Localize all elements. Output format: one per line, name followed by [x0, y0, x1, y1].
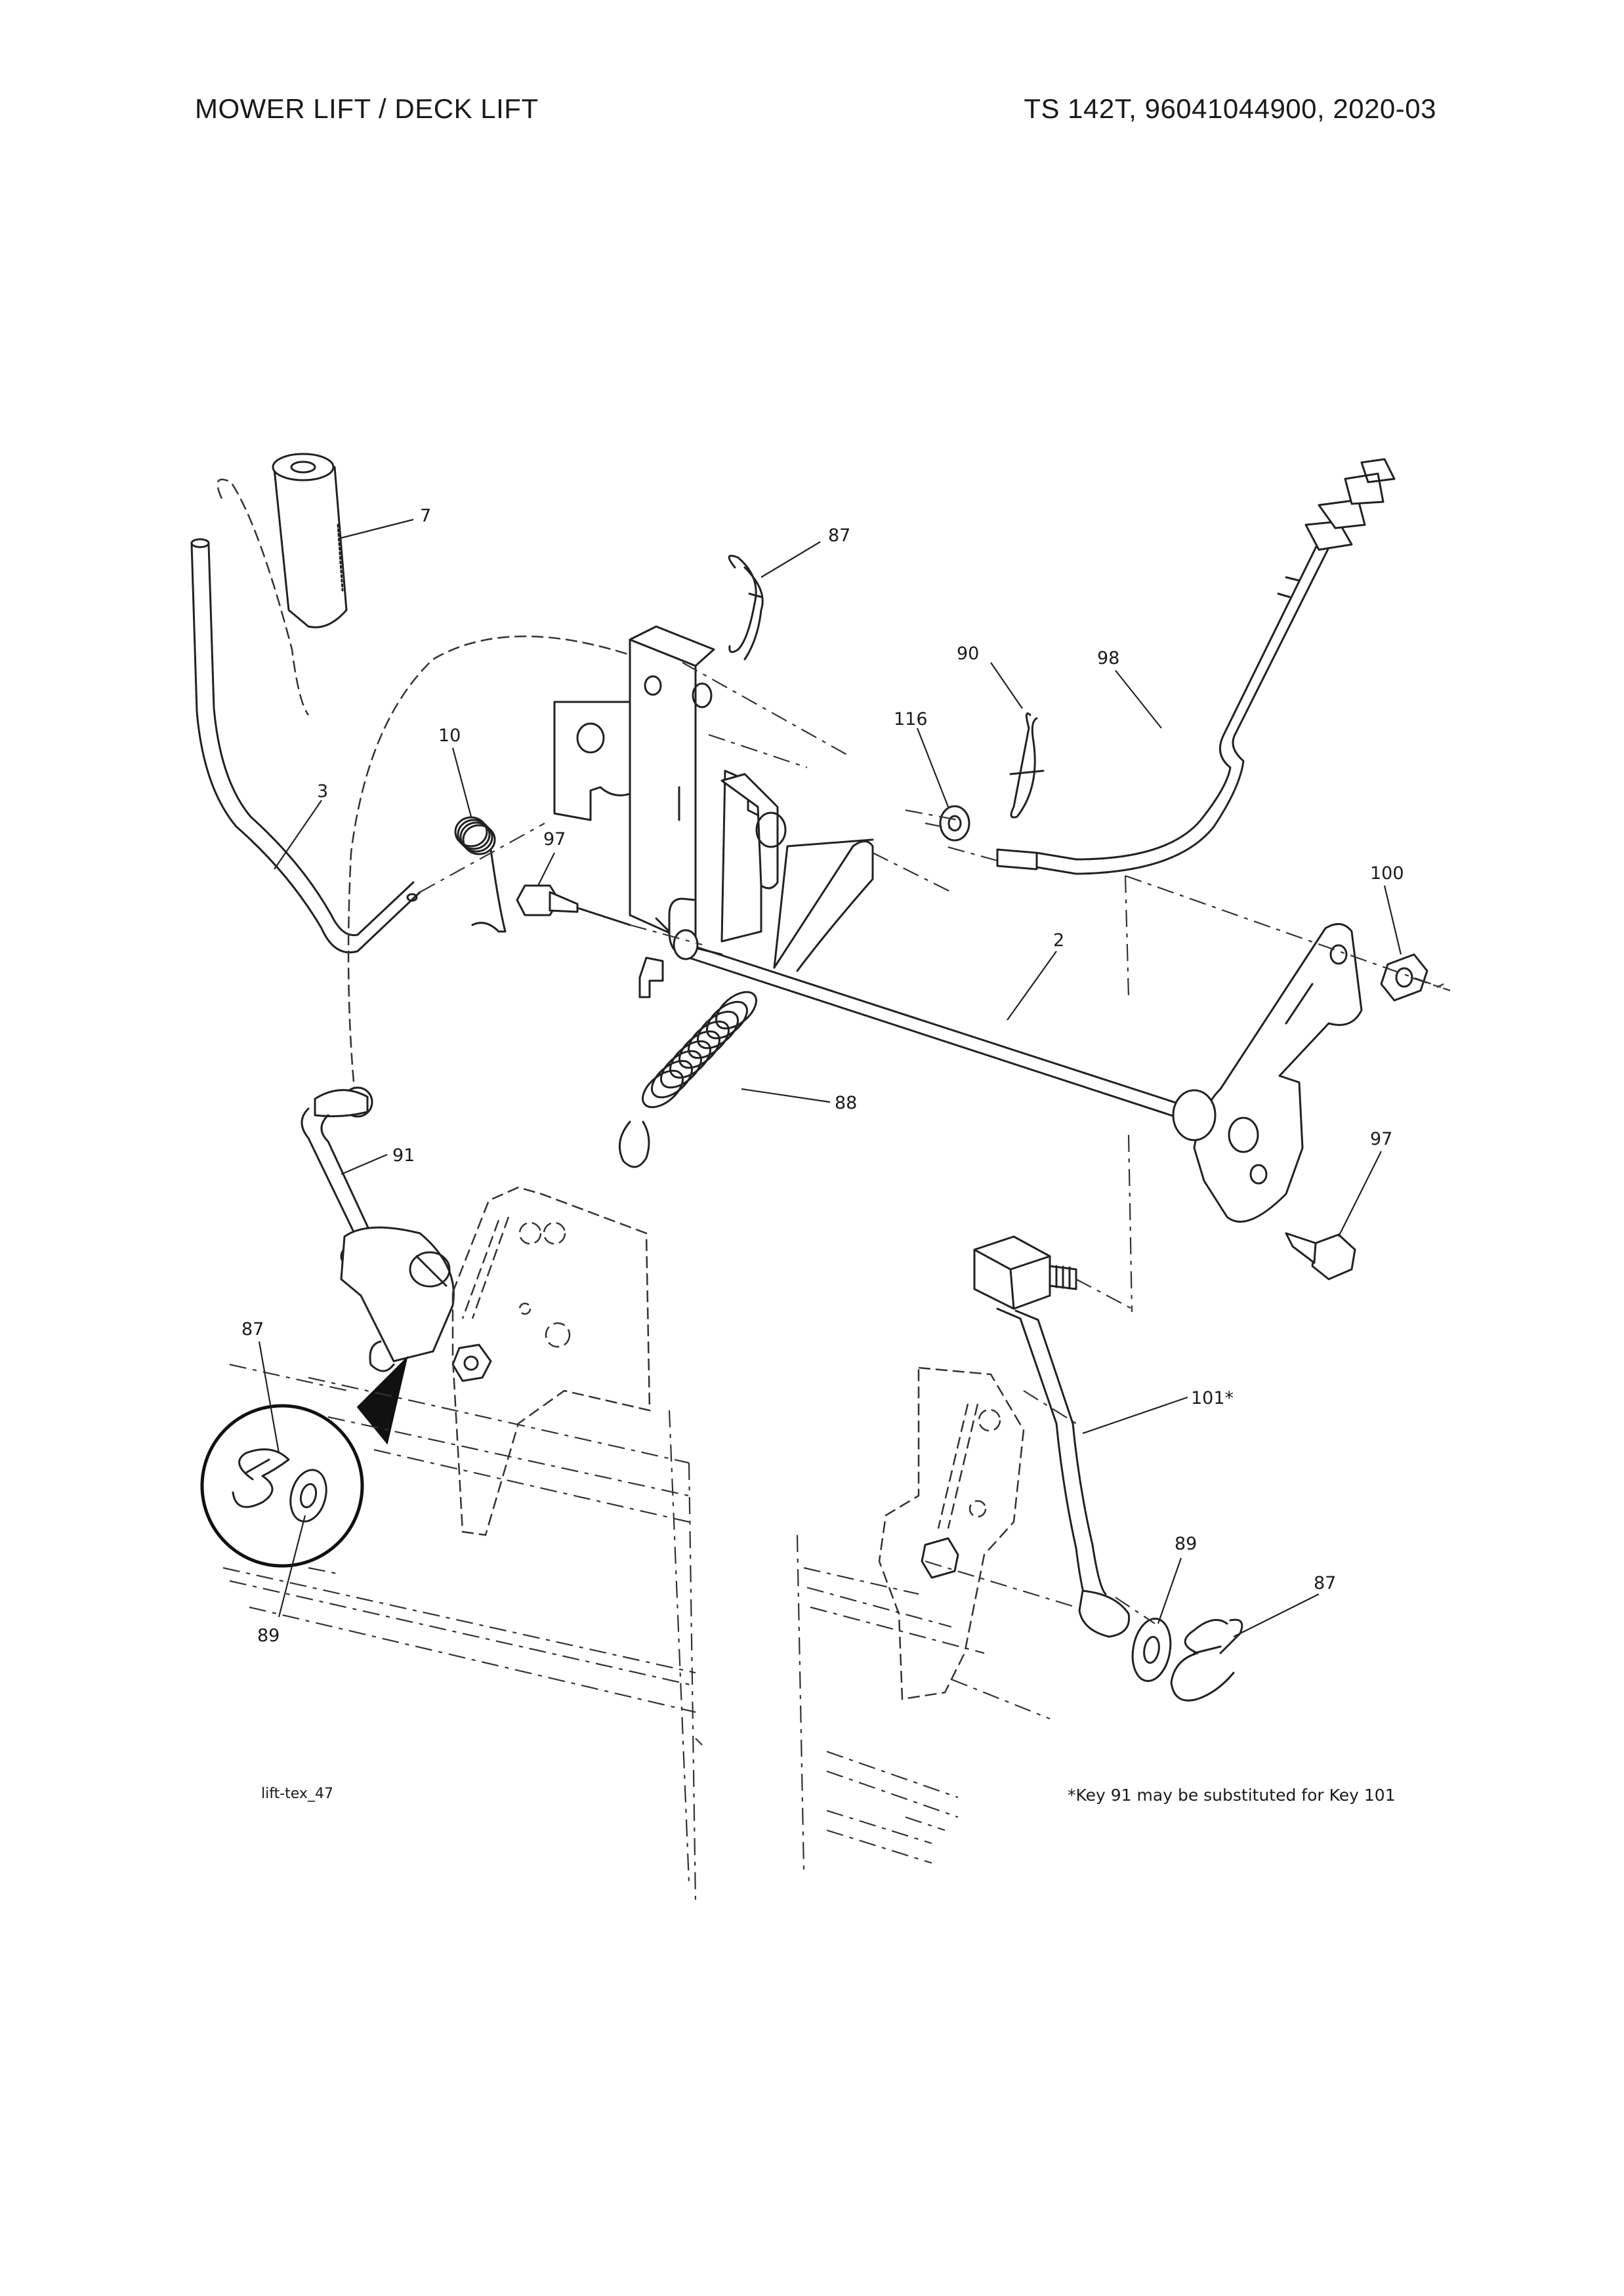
callout-2: 2: [1053, 930, 1064, 951]
lever-travel-arc: [347, 635, 644, 1090]
callout-87-left: 87: [241, 1319, 264, 1340]
adjustment-rod: [996, 458, 1396, 875]
hairpin-clip-90: [1009, 712, 1045, 819]
callout-88: 88: [835, 1093, 857, 1113]
detail-magnifier: [200, 1355, 408, 1568]
callout-98: 98: [1097, 648, 1119, 668]
callout-10: 10: [438, 726, 461, 746]
flat-washer-116: [939, 805, 970, 842]
left-deck-hanger-phantom: [451, 1186, 651, 1536]
lift-shaft: [673, 929, 1196, 1123]
lift-bracket: [553, 625, 723, 956]
callout-91: 91: [392, 1145, 415, 1166]
lift-lever: [190, 538, 421, 954]
shoulder-bolt: [516, 884, 631, 926]
callout-89-right: 89: [1175, 1534, 1197, 1554]
callout-7: 7: [420, 506, 431, 526]
extension-spring: [618, 838, 874, 1168]
right-deck-hanger-phantom: [878, 1366, 1025, 1700]
callout-labels: 7 87 90 98 116 10 3 97 100 2 88 97 91 87…: [241, 506, 1404, 1646]
model-info: TS 142T, 96041044900, 2020-03: [1024, 93, 1436, 124]
hex-nut: [1380, 953, 1428, 1002]
callout-leader-lines: [258, 518, 1402, 1637]
callout-97-left: 97: [543, 829, 566, 850]
figure-code: lift-tex_47: [261, 1786, 333, 1802]
frame-phantom-lines: [222, 662, 1451, 1903]
callout-101: 101*: [1191, 1388, 1234, 1408]
callout-116: 116: [894, 709, 928, 729]
callout-100: 100: [1370, 863, 1404, 884]
hairpin-clip-right: [1170, 1618, 1243, 1702]
shoulder-bolt-right: [1285, 1232, 1356, 1281]
callout-97-right: 97: [1370, 1129, 1392, 1149]
page-title: MOWER LIFT / DECK LIFT: [195, 93, 539, 124]
substitution-note: *Key 91 may be substituted for Key 101: [1068, 1786, 1396, 1805]
callout-87-right: 87: [1314, 1573, 1336, 1593]
callout-90: 90: [957, 644, 979, 664]
callout-89-left: 89: [257, 1626, 280, 1646]
flat-washer-right: [1131, 1617, 1172, 1683]
callout-87-top: 87: [828, 525, 850, 546]
left-lift-arm: [340, 1226, 492, 1382]
hairpin-clip-top: [728, 554, 764, 661]
torsion-spring: [454, 816, 507, 933]
shaft-bracket-plate: [638, 769, 787, 998]
right-lift-arm: [1172, 923, 1363, 1223]
handle-grip: [272, 453, 348, 628]
handle-phantom-arc: [217, 478, 310, 716]
right-lift-link: [973, 1235, 1131, 1638]
callout-3: 3: [317, 781, 328, 802]
